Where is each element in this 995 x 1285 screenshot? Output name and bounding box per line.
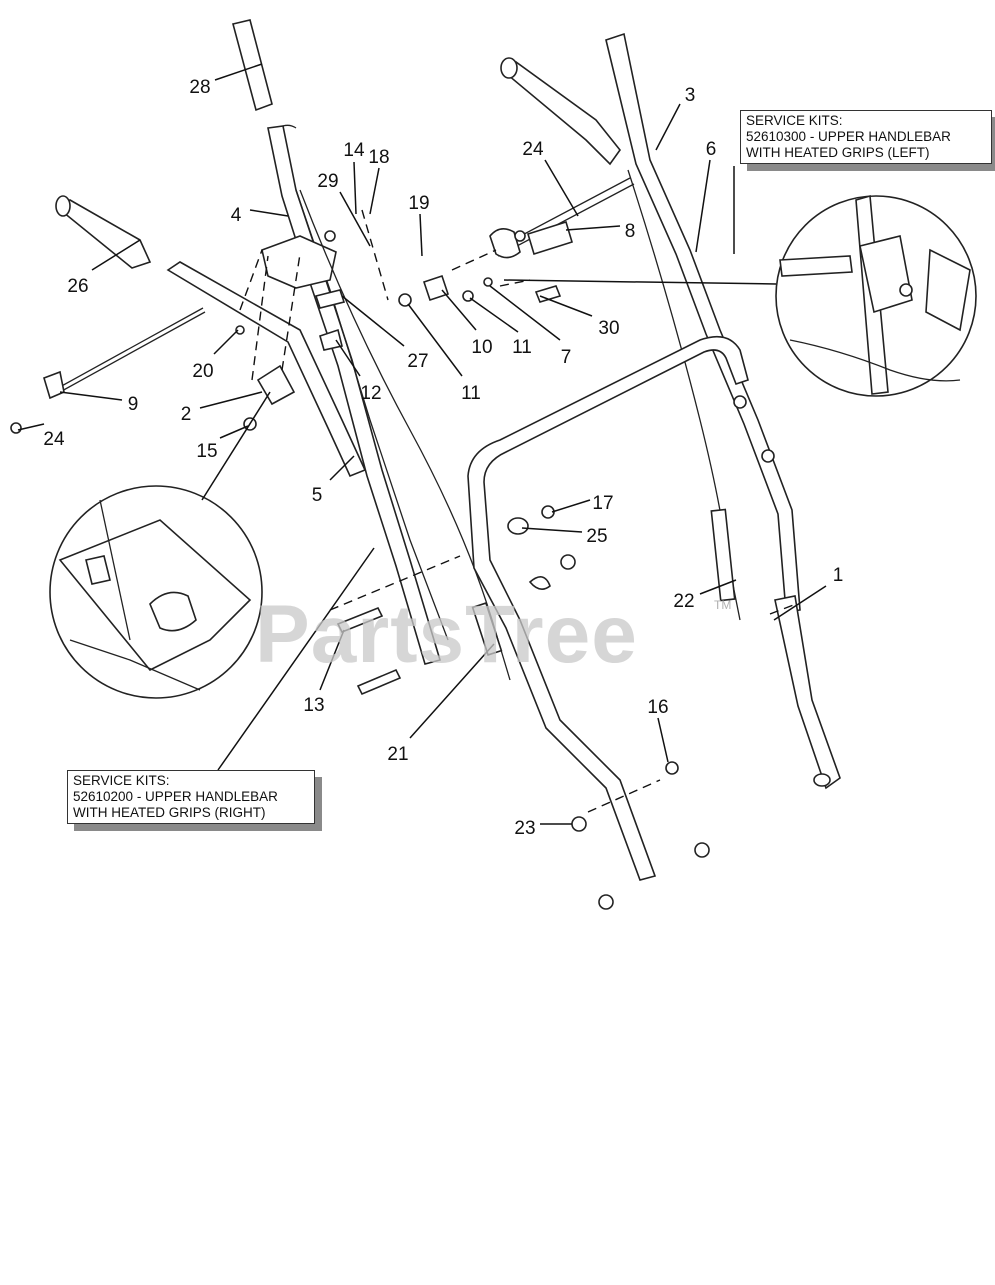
service-kit-right-line1: SERVICE KITS: <box>73 773 170 788</box>
callout-29: 29 <box>317 171 338 192</box>
callout-13: 13 <box>303 695 324 716</box>
service-kit-right-line3: WITH HEATED GRIPS (RIGHT) <box>73 805 266 820</box>
callout-15: 15 <box>196 441 217 462</box>
callout-14: 14 <box>343 140 365 161</box>
cable-adjuster-part-21 <box>471 602 503 656</box>
watermark: PartsTree <box>255 589 638 680</box>
upper-handlebar-left-part-6 <box>500 32 801 613</box>
leader-lines <box>17 63 827 825</box>
shift-rod-part-9 <box>43 307 206 400</box>
callout-9: 9 <box>128 394 139 415</box>
cable-part-21 <box>299 189 511 681</box>
callout-23: 23 <box>514 818 535 839</box>
callout-2: 2 <box>181 404 192 425</box>
callout-7: 7 <box>561 347 572 368</box>
detail-view-left <box>49 391 271 699</box>
callout-6: 6 <box>706 139 717 160</box>
callout-24: 24 <box>43 429 65 450</box>
callout-27: 27 <box>407 351 428 372</box>
callout-17: 17 <box>592 493 613 514</box>
callout-11: 11 <box>512 337 532 358</box>
callout-21: 21 <box>387 744 408 765</box>
grip-part-28 <box>232 19 273 112</box>
callout-10: 10 <box>471 337 492 358</box>
callout-30: 30 <box>598 318 619 339</box>
callout-22: 22 <box>673 591 694 612</box>
service-kit-right-line2: 52610200 - UPPER HANDLEBAR <box>73 789 278 804</box>
callout-24: 24 <box>522 139 544 160</box>
service-kit-left-line2: 52610300 - UPPER HANDLEBAR <box>746 129 951 144</box>
assembly-lines <box>239 209 797 813</box>
lower-left-handlebar <box>55 195 367 478</box>
callout-1: 1 <box>833 565 844 586</box>
callout-20: 20 <box>192 361 213 382</box>
cable-housing-part-22 <box>710 508 736 602</box>
service-kit-left-line3: WITH HEATED GRIPS (LEFT) <box>746 145 930 160</box>
callout-16: 16 <box>647 697 668 718</box>
callout-5: 5 <box>312 485 323 506</box>
callout-19: 19 <box>408 193 429 214</box>
callout-8: 8 <box>625 221 636 242</box>
callout-25: 25 <box>586 526 607 547</box>
service-kit-left-line1: SERVICE KITS: <box>746 113 843 128</box>
callout-26: 26 <box>67 276 88 297</box>
callout-3: 3 <box>685 85 696 106</box>
service-kit-box-right: SERVICE KITS: 52610200 - UPPER HANDLEBAR… <box>67 770 315 824</box>
callout-28: 28 <box>189 77 210 98</box>
callout-11: 11 <box>461 383 481 404</box>
lever-block-part-2 <box>256 364 296 406</box>
bolt-lower-right <box>813 773 831 787</box>
callout-4: 4 <box>231 205 242 226</box>
service-kit-box-left: SERVICE KITS: 52610300 - UPPER HANDLEBAR… <box>740 110 992 164</box>
callout-12: 12 <box>360 383 381 404</box>
middle-u-bar <box>467 335 749 881</box>
hardware-parts <box>10 230 775 910</box>
detail-view-right <box>503 194 977 397</box>
watermark-trademark: TM <box>714 598 732 612</box>
callout-18: 18 <box>368 147 389 168</box>
lower-handlebar-part-1 <box>774 595 841 790</box>
